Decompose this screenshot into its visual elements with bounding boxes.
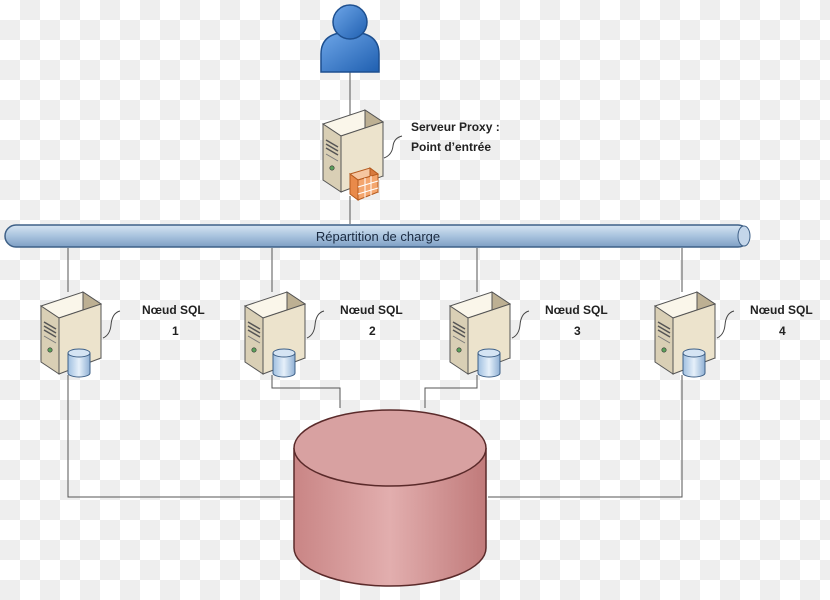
proxy-callout-line [383,135,403,159]
sql-node-2: Nœud SQL 2 [244,291,403,378]
proxy-label-line1: Serveur Proxy : [411,120,500,134]
sql-node-1: Nœud SQL 1 [40,291,205,378]
node-1-callout-line [102,310,121,339]
sql-node-4: Nœud SQL 4 [654,291,813,378]
node-2-callout-line [306,310,325,339]
database-icon [293,409,487,587]
node-4-db-link [488,375,683,498]
load-balancer-bus: Répartition de charge [4,224,751,248]
sql-node-3: Nœud SQL 3 [449,291,608,378]
node-4-label-line1: Nœud SQL [750,303,813,317]
node-4-callout-line [716,310,735,339]
database-mini-icon [67,348,91,378]
node-2-label-line2: 2 [369,324,376,338]
node-3-label-line1: Nœud SQL [545,303,608,317]
node-3-db-link [424,375,478,408]
node-1-db-link [67,375,296,498]
node-1-label-line1: Nœud SQL [142,303,205,317]
user-icon [320,4,380,73]
proxy-label-line2: Point d’entrée [411,140,491,154]
database-mini-icon [272,348,296,378]
database-mini-icon [682,348,706,378]
node-4-label-line2: 4 [779,324,786,338]
node-2-label-line1: Nœud SQL [340,303,403,317]
database-mini-icon [477,348,501,378]
node-3-callout-line [511,310,530,339]
node-3-label-line2: 3 [574,324,581,338]
firewall-icon [349,167,379,201]
connectors [67,72,683,498]
bus-label: Répartition de charge [316,229,440,244]
node-1-label-line2: 1 [172,324,179,338]
proxy-server: Serveur Proxy : Point d’entrée [322,109,500,201]
node-2-db-link [271,375,341,408]
